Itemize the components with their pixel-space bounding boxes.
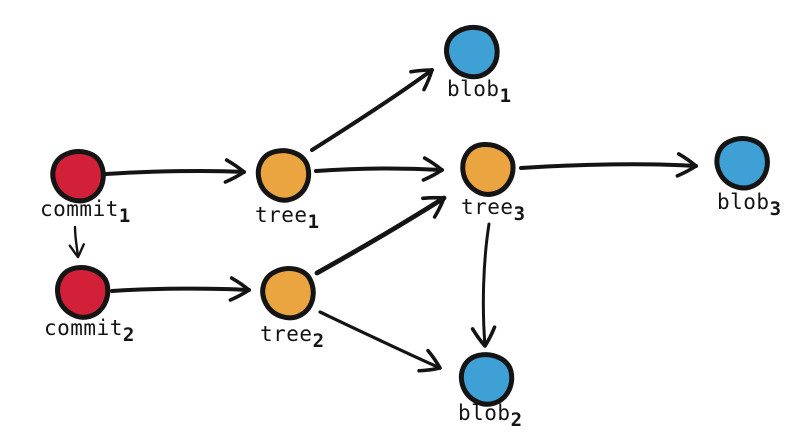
node-tree2 (260, 265, 317, 321)
node-tree1 (256, 149, 310, 202)
nodes (51, 23, 770, 407)
edge-tree1-tree3 (314, 156, 444, 182)
node-tree3 (457, 139, 518, 199)
edge-tree1-blob1 (310, 68, 434, 152)
label-commit2: commit2 (44, 316, 135, 346)
node-commit2 (54, 264, 111, 321)
edge-commit1-commit2 (68, 225, 85, 259)
label-blob3: blob3 (717, 190, 782, 220)
edge-tree3-blob3 (519, 152, 698, 178)
edge-commit1-tree1 (104, 158, 246, 184)
edge-commit2-tree2 (110, 276, 251, 302)
label-tree3: tree3 (461, 195, 526, 225)
label-blob2: blob2 (458, 401, 523, 431)
label-commit1: commit1 (40, 197, 131, 227)
edge-tree2-tree3 (314, 195, 447, 276)
node-blob2 (459, 352, 514, 406)
edges (68, 68, 698, 373)
node-labels: commit1 commit2 tree1 tree2 tree3 blob1 … (40, 77, 782, 431)
label-tree2: tree2 (260, 322, 325, 352)
node-blob1 (442, 23, 502, 82)
label-blob1: blob1 (447, 77, 512, 107)
node-commit1 (51, 149, 106, 203)
edge-tree2-blob2 (318, 310, 442, 373)
node-blob3 (715, 137, 769, 190)
edge-tree3-blob2 (470, 222, 497, 348)
label-tree1: tree1 (255, 203, 320, 233)
